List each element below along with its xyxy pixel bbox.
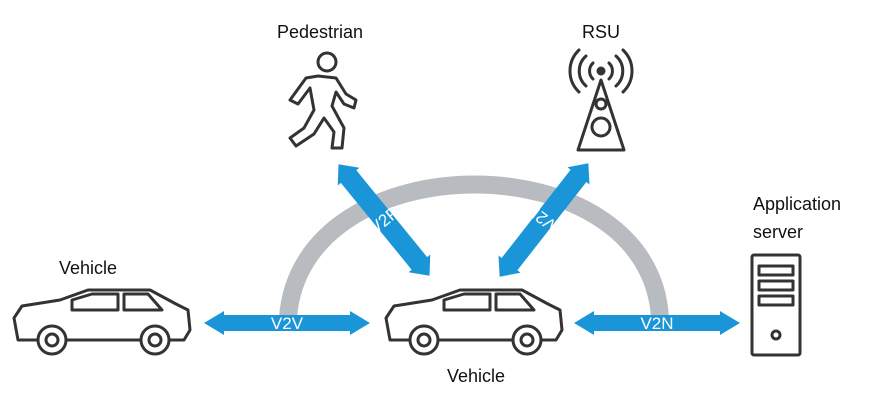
server-tower-icon bbox=[750, 253, 802, 357]
v2i-arrow: V2I bbox=[498, 163, 590, 277]
radio-tower-icon bbox=[568, 48, 634, 152]
walking-person-icon bbox=[288, 51, 358, 150]
v2n-arrow: V2N bbox=[574, 311, 740, 335]
v2n-label: V2N bbox=[640, 314, 673, 333]
v2v-label: V2V bbox=[271, 314, 304, 333]
v2v-arrow: V2V bbox=[204, 311, 370, 335]
rsu-label: RSU bbox=[582, 22, 620, 42]
connection-arc bbox=[279, 175, 669, 319]
v2p-arrow: V2P bbox=[337, 164, 431, 276]
vehicle-left-label: Vehicle bbox=[59, 258, 117, 278]
car-icon bbox=[384, 288, 564, 356]
app-server-label-line2: server bbox=[753, 222, 803, 242]
vehicle-center-label: Vehicle bbox=[447, 366, 505, 386]
pedestrian-label: Pedestrian bbox=[277, 22, 363, 42]
car-icon bbox=[12, 288, 192, 356]
app-server-label-line1: Application bbox=[753, 194, 841, 214]
